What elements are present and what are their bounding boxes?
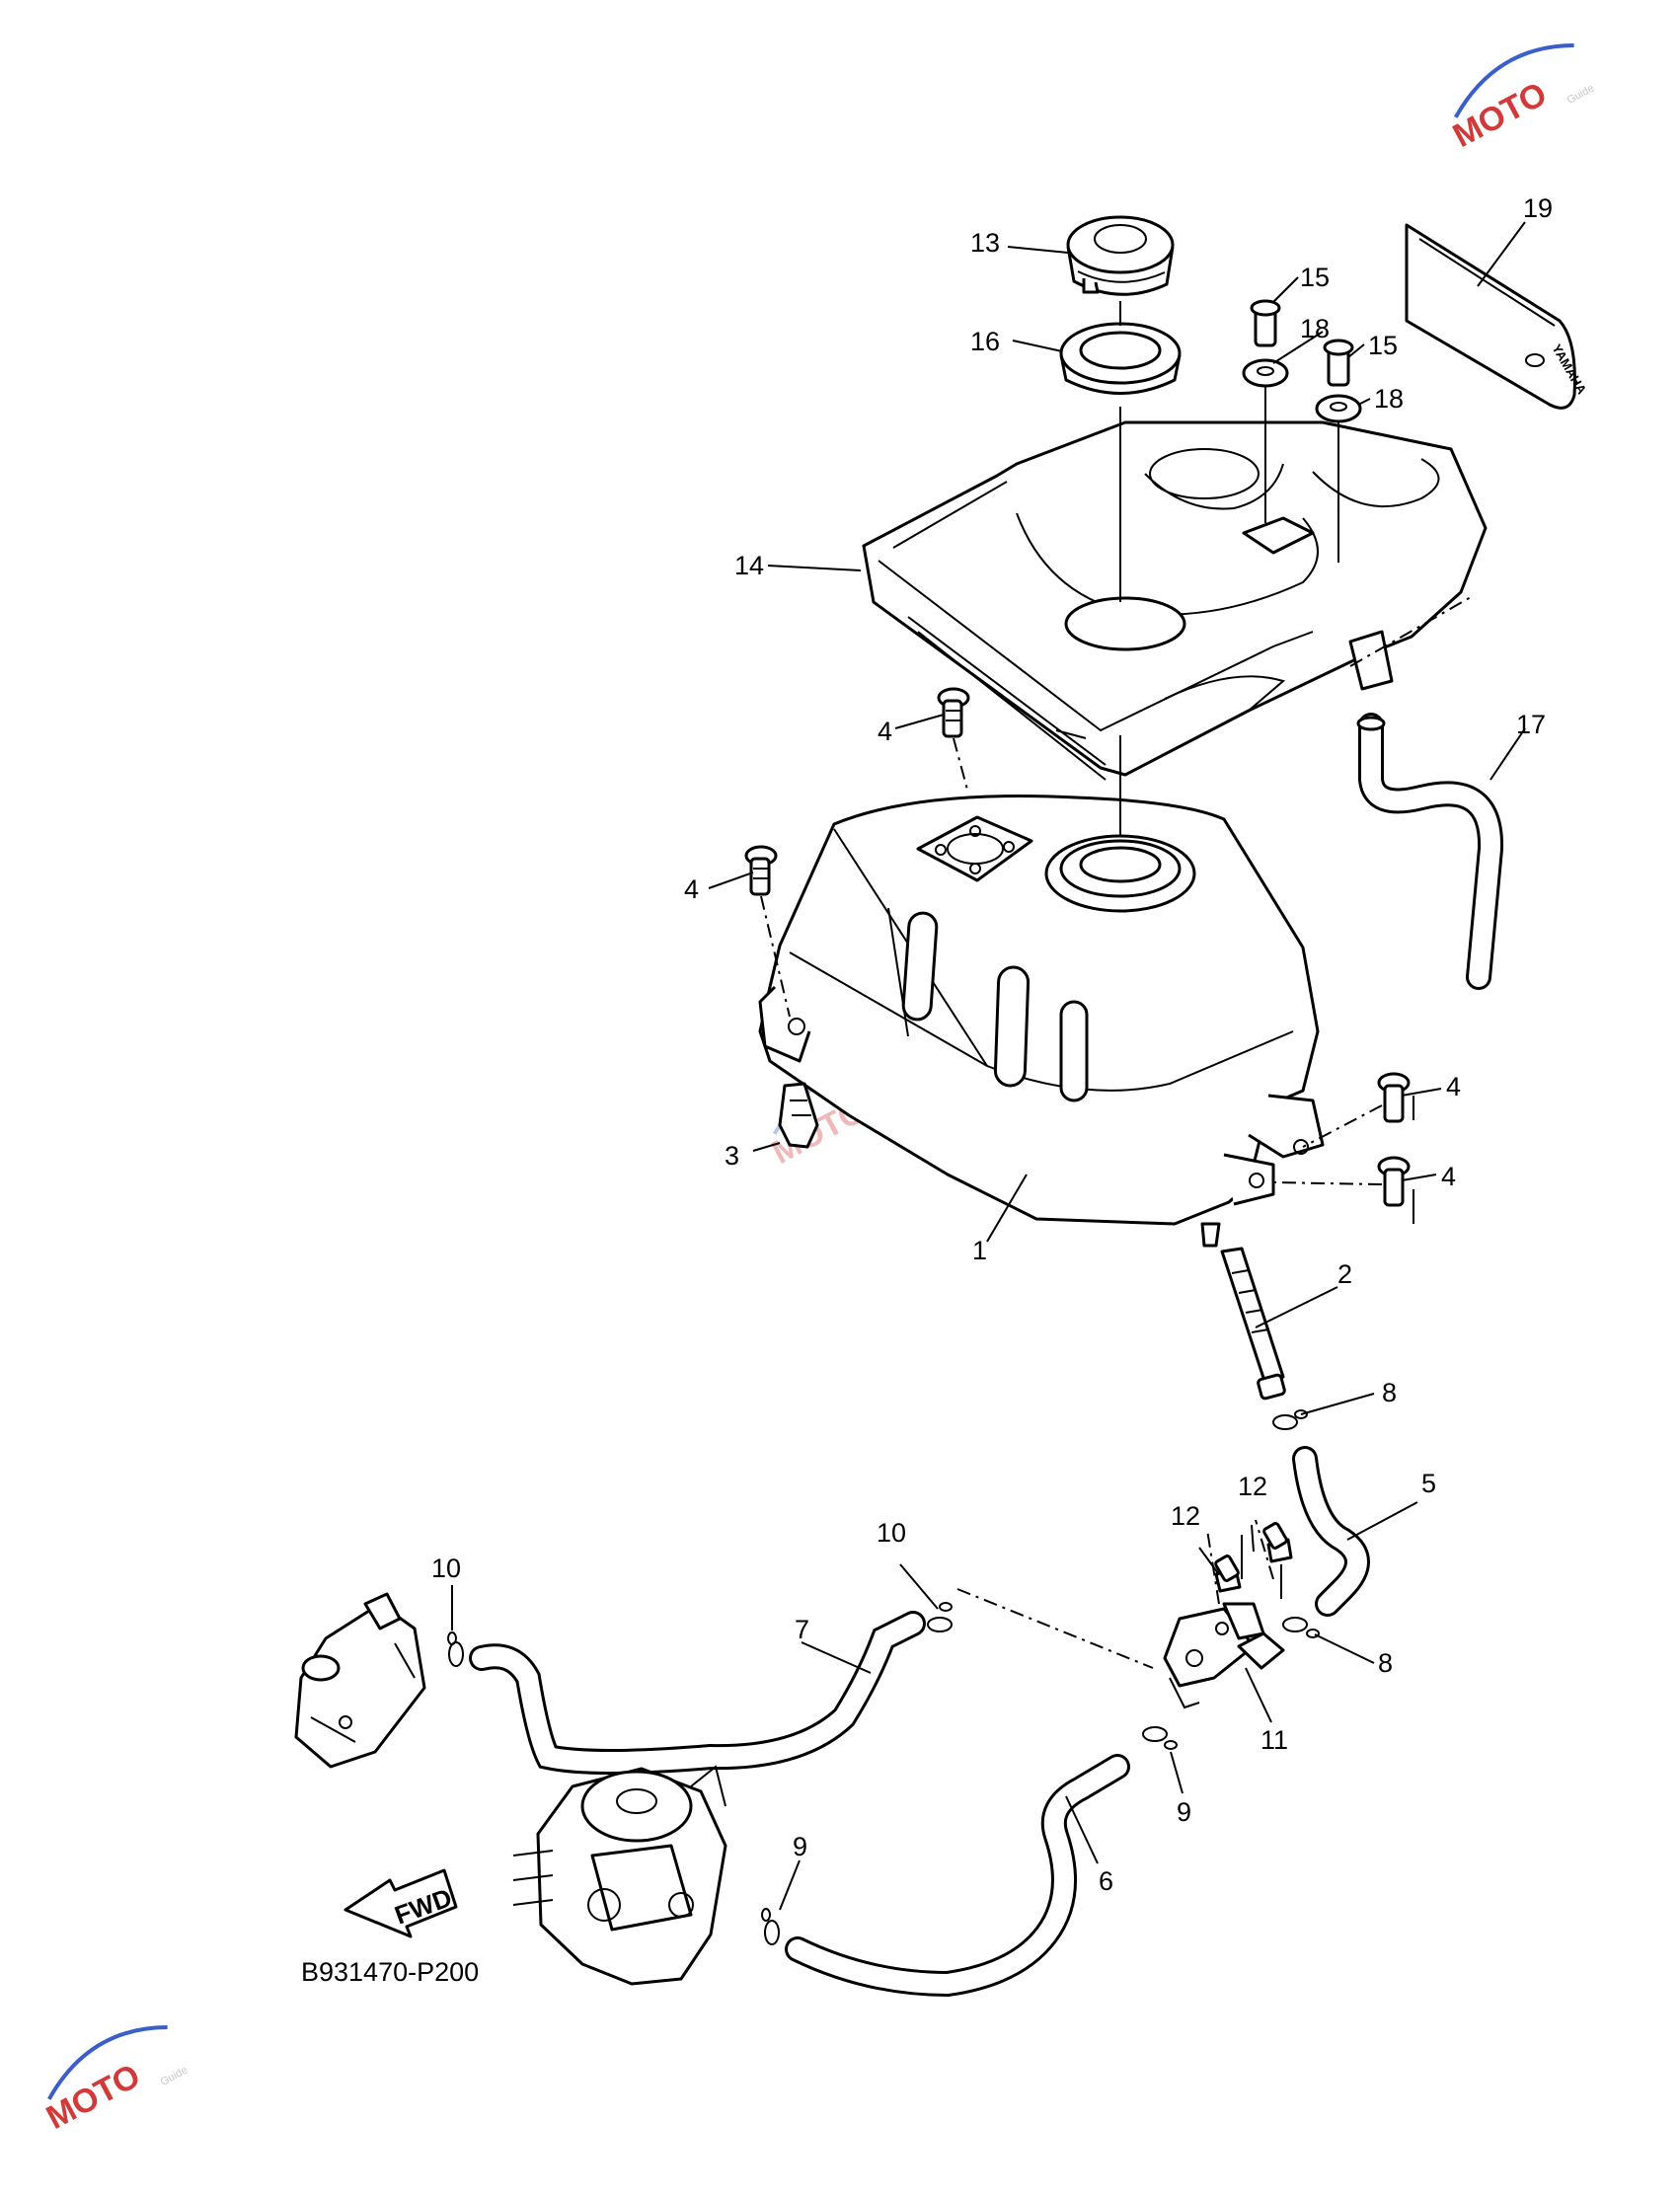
hose-clip-part-9b — [761, 1908, 780, 1945]
bolt-part-4b — [744, 845, 778, 896]
fuel-tank-part-1 — [758, 795, 1325, 1248]
callout-4c: 4 — [1446, 1072, 1461, 1101]
fuel-hose-part-6 — [785, 1754, 1130, 1998]
callout-8a: 8 — [1382, 1378, 1397, 1407]
callout-13: 13 — [970, 228, 1000, 258]
tank-cover-part-14 — [862, 420, 1488, 781]
callout-1: 1 — [972, 1236, 987, 1265]
svg-text:Guide: Guide — [1565, 82, 1597, 106]
bolt-part-12a — [1214, 1554, 1242, 1593]
hose-clip-part-10b — [927, 1602, 953, 1632]
callout-14: 14 — [734, 551, 764, 580]
callout-18a: 18 — [1300, 314, 1330, 343]
forward-direction-arrow: FWD — [344, 1868, 458, 1938]
hose-clip-part-8a — [1272, 1409, 1308, 1430]
fuel-cock-part-11 — [1163, 1602, 1285, 1709]
bolt-part-12b — [1262, 1522, 1293, 1563]
callout-4d: 4 — [1441, 1162, 1456, 1191]
callout-labels: 13 16 15 18 15 18 19 14 17 4 4 4 4 3 1 2… — [431, 193, 1553, 1896]
breather-hose-part-17 — [1356, 713, 1504, 990]
bolt-part-4a — [937, 687, 970, 738]
grommet-part-18a — [1242, 358, 1289, 388]
callout-3: 3 — [725, 1141, 739, 1171]
callout-9a: 9 — [1177, 1797, 1191, 1827]
clip-part-3 — [778, 1082, 819, 1149]
callout-6: 6 — [1099, 1866, 1113, 1896]
callout-2: 2 — [1337, 1259, 1352, 1289]
callout-15a: 15 — [1300, 263, 1330, 292]
callout-16: 16 — [970, 327, 1000, 356]
hose-clip-part-9a — [1142, 1726, 1178, 1750]
callout-8b: 8 — [1378, 1648, 1393, 1678]
fitting-part-2 — [1220, 1247, 1286, 1401]
callout-5: 5 — [1421, 1469, 1436, 1498]
svg-text:MOTO: MOTO — [40, 2057, 146, 2137]
intake-manifold — [294, 1592, 426, 1769]
svg-text:MOTO: MOTO — [1447, 75, 1553, 155]
carburetor — [512, 1765, 727, 1986]
fuel-hose-part-5 — [1292, 1446, 1370, 1617]
callout-10b: 10 — [877, 1518, 906, 1548]
diagram-code: B931470-P200 — [301, 1957, 479, 1987]
cap-gasket-part-16 — [1059, 322, 1182, 395]
leader-lines — [451, 221, 1526, 1911]
callout-11: 11 — [1260, 1725, 1288, 1755]
svg-text:Guide: Guide — [159, 2064, 191, 2087]
callout-4a: 4 — [878, 717, 892, 746]
callout-7: 7 — [795, 1615, 809, 1644]
watermark-logo-bottom: MOTO Guide — [40, 2025, 191, 2137]
callout-9b: 9 — [793, 1832, 807, 1861]
callout-15b: 15 — [1368, 331, 1398, 360]
callout-19: 19 — [1523, 193, 1553, 223]
bolt-part-15b — [1323, 339, 1354, 387]
callout-12b: 12 — [1171, 1501, 1200, 1531]
callout-18b: 18 — [1374, 384, 1404, 414]
grommet-part-18b — [1315, 394, 1362, 423]
vacuum-hose-part-7 — [469, 1611, 926, 1775]
bolt-part-4c — [1377, 1072, 1411, 1123]
callout-12a: 12 — [1238, 1472, 1267, 1501]
hose-clip-part-10a — [447, 1631, 464, 1667]
watermark-logo-top: MOTO Guide — [1447, 43, 1597, 155]
bolt-part-15a — [1250, 299, 1281, 347]
callout-10a: 10 — [431, 1554, 461, 1583]
hose-clip-part-8b — [1282, 1617, 1320, 1638]
name-plate-part-19: YAMAHA — [1405, 223, 1590, 410]
bolt-part-4d — [1377, 1156, 1411, 1207]
callout-4b: 4 — [684, 874, 699, 904]
callout-17: 17 — [1516, 710, 1546, 739]
fuel-cap-part-13 — [1066, 215, 1175, 296]
